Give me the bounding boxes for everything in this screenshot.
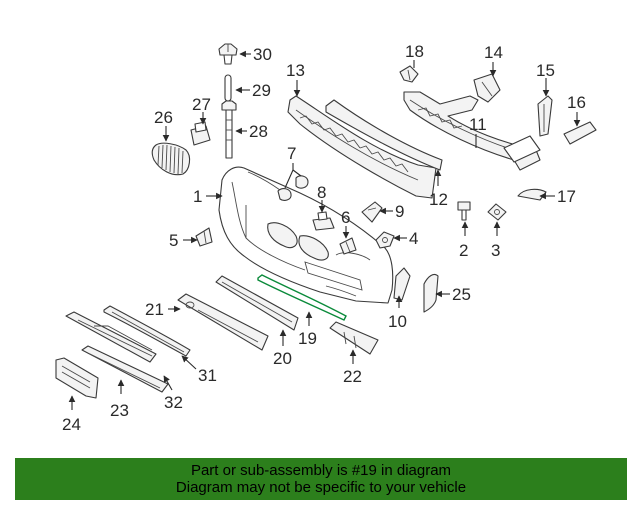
part-10-bracket[interactable] — [393, 267, 411, 301]
part-31-trim-strip[interactable] — [103, 305, 191, 357]
callout-1: 1 — [193, 187, 202, 206]
part-22-trim[interactable] — [329, 321, 379, 355]
part-19-trim-strip[interactable] — [257, 274, 347, 321]
callout-3: 3 — [491, 241, 500, 260]
part-17-bracket[interactable] — [517, 188, 547, 201]
callout-30: 30 — [253, 45, 272, 64]
part-5-bracket[interactable] — [195, 227, 213, 247]
part-13-absorber[interactable] — [287, 95, 443, 199]
callout-5: 5 — [169, 231, 178, 250]
callout-27: 27 — [192, 95, 211, 114]
banner-line-2: Diagram may not be specific to your vehi… — [175, 479, 467, 496]
callout-15: 15 — [536, 61, 555, 80]
callout-31: 31 — [198, 366, 217, 385]
callout-6: 6 — [341, 208, 350, 227]
part-30-clip[interactable] — [218, 43, 238, 65]
part-28-bolt[interactable] — [221, 100, 237, 159]
part-25-trim[interactable] — [423, 273, 439, 313]
part-21-lower-grille[interactable] — [177, 293, 269, 351]
part-11-bar[interactable] — [403, 91, 541, 171]
callout-22: 22 — [343, 367, 362, 386]
part-4-bracket[interactable] — [375, 231, 395, 249]
parts-diagram: 30 29 28 27 26 — [55, 42, 597, 434]
callout-18: 18 — [405, 42, 424, 61]
callout-10: 10 — [388, 312, 407, 331]
callout-19: 19 — [298, 329, 317, 348]
callout-16: 16 — [567, 93, 586, 112]
part-29-rivet[interactable] — [224, 74, 232, 102]
callout-8: 8 — [317, 183, 326, 202]
part-2-screw[interactable] — [457, 201, 471, 221]
part-23-strip[interactable] — [65, 311, 157, 363]
part-15-bracket[interactable] — [537, 95, 553, 137]
part-24-plate-bracket[interactable] — [55, 357, 99, 399]
part-7-plugs[interactable] — [277, 175, 309, 201]
callout-24: 24 — [62, 415, 81, 434]
callout-26: 26 — [154, 108, 173, 127]
callout-12: 12 — [429, 190, 448, 209]
callout-11: 11 — [469, 115, 487, 134]
callout-9: 9 — [395, 202, 404, 221]
part-16-insert[interactable] — [563, 121, 597, 145]
callout-17: 17 — [557, 187, 576, 206]
info-banner: Part or sub-assembly is #19 in diagram D… — [15, 458, 627, 500]
part-3-nut[interactable] — [487, 203, 507, 221]
callout-2: 2 — [459, 241, 468, 260]
part-20-grille-strip[interactable] — [215, 275, 299, 331]
callout-23: 23 — [110, 401, 129, 420]
callout-32: 32 — [164, 393, 183, 412]
banner-line-1: Part or sub-assembly is #19 in diagram — [190, 462, 452, 479]
part-18-clip[interactable] — [399, 65, 419, 83]
callout-21: 21 — [145, 300, 164, 319]
callout-28: 28 — [249, 122, 268, 141]
callout-25: 25 — [452, 285, 471, 304]
callout-14: 14 — [484, 43, 503, 62]
callout-13: 13 — [286, 61, 305, 80]
part-1-bumper-cover[interactable] — [218, 166, 394, 304]
callout-7: 7 — [287, 144, 296, 163]
callout-29: 29 — [252, 81, 271, 100]
part-14-bracket[interactable] — [473, 73, 501, 103]
callout-4: 4 — [409, 229, 418, 248]
part-27-bracket[interactable] — [190, 121, 211, 146]
part-26-grille[interactable] — [151, 142, 191, 176]
part-6-bracket[interactable] — [339, 237, 357, 255]
callout-20: 20 — [273, 349, 292, 368]
part-9-bracket[interactable] — [361, 201, 383, 223]
